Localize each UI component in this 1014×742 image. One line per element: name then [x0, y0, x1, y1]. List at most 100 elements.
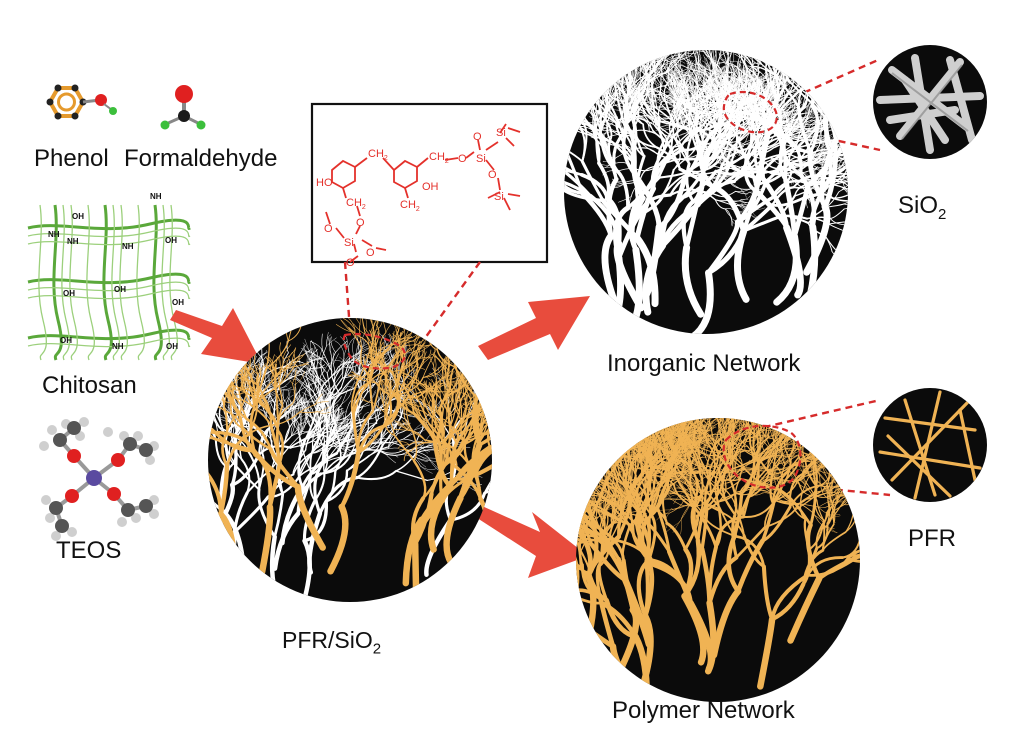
fiber-strand — [472, 318, 478, 333]
fiber-strand — [496, 415, 508, 418]
fiber-strand — [173, 394, 188, 396]
fiber-strand — [80, 403, 94, 407]
fiber-strand — [290, 424, 300, 437]
fiber-strand — [413, 491, 434, 546]
fiber-strand — [208, 379, 225, 399]
fiber-strand — [607, 393, 617, 403]
fiber-strand — [690, 36, 699, 46]
fiber-strand — [547, 465, 563, 472]
fiber-strand — [491, 373, 492, 384]
fiber-strand — [667, 27, 675, 39]
fiber-strand — [221, 431, 229, 468]
fiber-strand — [185, 377, 193, 386]
fiber-strand — [562, 413, 571, 423]
fiber-strand — [369, 355, 382, 365]
fiber-strand — [606, 391, 619, 404]
fiber-strand — [229, 364, 233, 379]
fiber-strand — [324, 399, 330, 413]
fiber-strand — [591, 416, 613, 418]
fiber-strand — [557, 445, 563, 452]
fiber-strand — [140, 361, 150, 373]
fiber-strand — [612, 34, 614, 46]
fiber-strand — [208, 361, 212, 383]
fiber-strand — [590, 0, 597, 11]
fiber-strand — [331, 352, 336, 372]
fiber-strand — [508, 420, 511, 440]
fiber-strand — [582, 50, 586, 58]
fiber-strand — [522, 421, 525, 436]
fiber-strand — [399, 370, 411, 396]
fiber-strand — [158, 355, 165, 369]
fiber-strand — [568, 50, 579, 51]
fiber-strand — [550, 96, 556, 103]
fiber-strand — [397, 382, 416, 386]
fiber-strand — [173, 423, 193, 427]
fiber-strand — [471, 365, 481, 378]
fiber-strand — [141, 378, 158, 390]
fiber-strand — [219, 375, 225, 388]
fiber-strand — [139, 353, 140, 373]
fiber-strand — [333, 364, 344, 381]
fiber-strand — [490, 377, 492, 397]
fiber-strand — [666, 39, 672, 50]
fiber-strand — [409, 430, 426, 441]
fiber-strand — [490, 400, 492, 414]
structure-si-label: Si — [494, 191, 504, 203]
fiber-strand — [494, 295, 499, 311]
fiber-strand — [614, 0, 625, 17]
fiber-strand — [347, 418, 358, 429]
fiber-strand — [177, 398, 188, 399]
fiber-strand — [687, 45, 699, 47]
fiber-strand — [623, 59, 632, 69]
fiber-strand — [271, 393, 282, 401]
fiber-strand — [183, 392, 192, 398]
fiber-strand — [293, 383, 297, 396]
fiber-strand — [138, 399, 143, 424]
fiber-strand — [213, 374, 222, 400]
fiber-strand — [350, 376, 363, 380]
fiber-strand — [586, 50, 591, 51]
fiber-strand — [482, 83, 493, 88]
fiber-strand — [212, 391, 219, 403]
fiber-strand — [328, 405, 342, 414]
fiber-strand — [219, 318, 223, 323]
fiber-strand — [433, 421, 443, 426]
fiber-strand — [672, 32, 680, 45]
fiber-strand — [511, 385, 512, 401]
fiber-strand — [566, 470, 578, 475]
fiber-strand — [552, 389, 571, 393]
fiber-strand — [695, 31, 706, 39]
fiber-strand — [218, 402, 225, 434]
fiber-strand — [247, 402, 258, 436]
fiber-strand — [266, 390, 276, 397]
fiber-strand — [318, 389, 322, 407]
fiber-strand — [607, 400, 621, 409]
fiber-strand — [513, 407, 530, 411]
fiber-strand — [381, 415, 403, 447]
fiber-strand — [483, 374, 490, 384]
fiber-strand — [590, 0, 593, 2]
fiber-strand — [553, 367, 554, 385]
fiber-strand — [573, 86, 576, 96]
fiber-strand — [226, 359, 231, 389]
fiber-strand — [255, 375, 258, 385]
fiber-strand — [484, 404, 492, 413]
fiber-strand — [621, 17, 634, 23]
fiber-strand — [633, 25, 643, 38]
fiber-strand — [143, 403, 157, 404]
fiber-strand — [199, 366, 205, 382]
fiber-strand — [566, 394, 570, 419]
fiber-strand — [486, 414, 492, 425]
fiber-strand — [519, 415, 524, 438]
fiber-strand — [290, 431, 305, 437]
fiber-strand — [459, 349, 468, 360]
fiber-strand — [176, 394, 188, 396]
chitosan-network-icon — [27, 204, 191, 361]
fiber-strand — [535, 423, 542, 439]
fiber-strand — [220, 367, 225, 386]
fiber-strand — [515, 409, 528, 411]
fiber-strand — [563, 483, 577, 484]
fiber-strand — [482, 398, 489, 411]
fiber-strand — [550, 45, 569, 47]
fiber-strand — [498, 356, 506, 374]
